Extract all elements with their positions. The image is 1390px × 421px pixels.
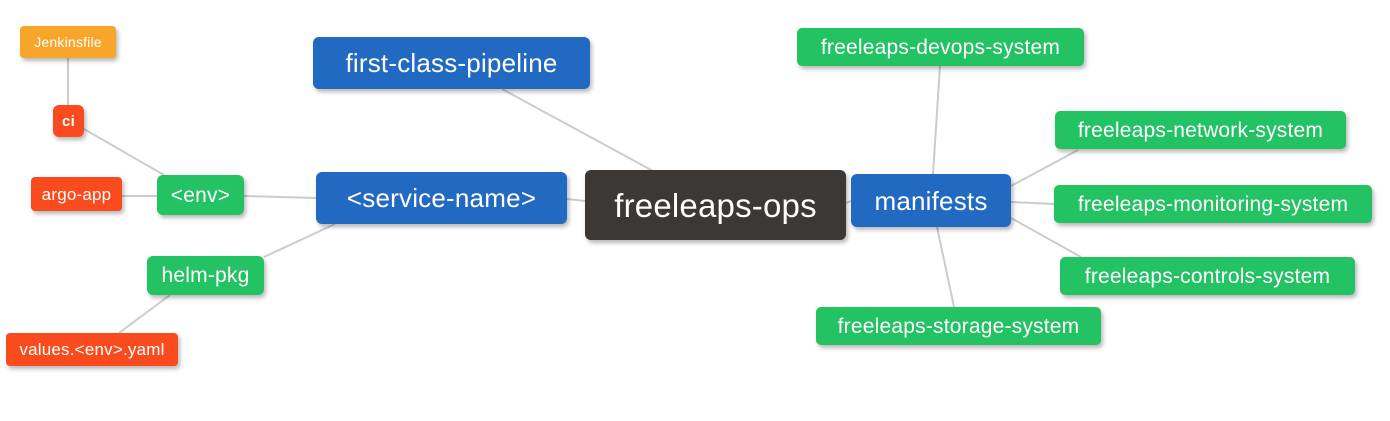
- edge-freeleaps-ops-to-manifests: [845, 200, 852, 204]
- node-first-class-pipeline[interactable]: first-class-pipeline: [313, 37, 590, 89]
- edge-service-name-to-helm-pkg: [263, 223, 336, 258]
- node-freeleaps-ops[interactable]: freeleaps-ops: [585, 170, 846, 240]
- edge-ci-to-env: [83, 128, 165, 176]
- node-manifests[interactable]: manifests: [851, 174, 1011, 227]
- node-freeleaps-controls-system[interactable]: freeleaps-controls-system: [1060, 257, 1355, 295]
- node-jenkinsfile[interactable]: Jenkinsfile: [20, 26, 116, 58]
- node-env[interactable]: <env>: [157, 175, 244, 215]
- node-freeleaps-devops-system[interactable]: freeleaps-devops-system: [797, 28, 1084, 66]
- node-ci[interactable]: ci: [53, 105, 84, 137]
- edge-first-class-pipeline-to-freeleaps-ops: [501, 88, 654, 172]
- node-freeleaps-network-system[interactable]: freeleaps-network-system: [1055, 111, 1346, 149]
- edge-manifests-to-freeleaps-devops-system: [932, 65, 941, 175]
- edge-env-to-service-name: [243, 195, 317, 199]
- node-service-name[interactable]: <service-name>: [316, 172, 567, 224]
- node-freeleaps-monitoring-system[interactable]: freeleaps-monitoring-system: [1054, 185, 1372, 223]
- edge-manifests-to-freeleaps-monitoring-system: [1010, 201, 1055, 205]
- edge-helm-pkg-to-values-env-yaml: [118, 294, 171, 334]
- edge-service-name-to-freeleaps-ops: [566, 198, 586, 202]
- edge-manifests-to-freeleaps-network-system: [1010, 149, 1079, 187]
- node-argo-app[interactable]: argo-app: [31, 177, 122, 211]
- node-freeleaps-storage-system[interactable]: freeleaps-storage-system: [816, 307, 1101, 345]
- node-helm-pkg[interactable]: helm-pkg: [147, 256, 264, 295]
- edge-manifests-to-freeleaps-storage-system: [936, 226, 955, 308]
- edge-manifests-to-freeleaps-controls-system: [1010, 217, 1082, 258]
- node-values-env-yaml[interactable]: values.<env>.yaml: [6, 333, 178, 366]
